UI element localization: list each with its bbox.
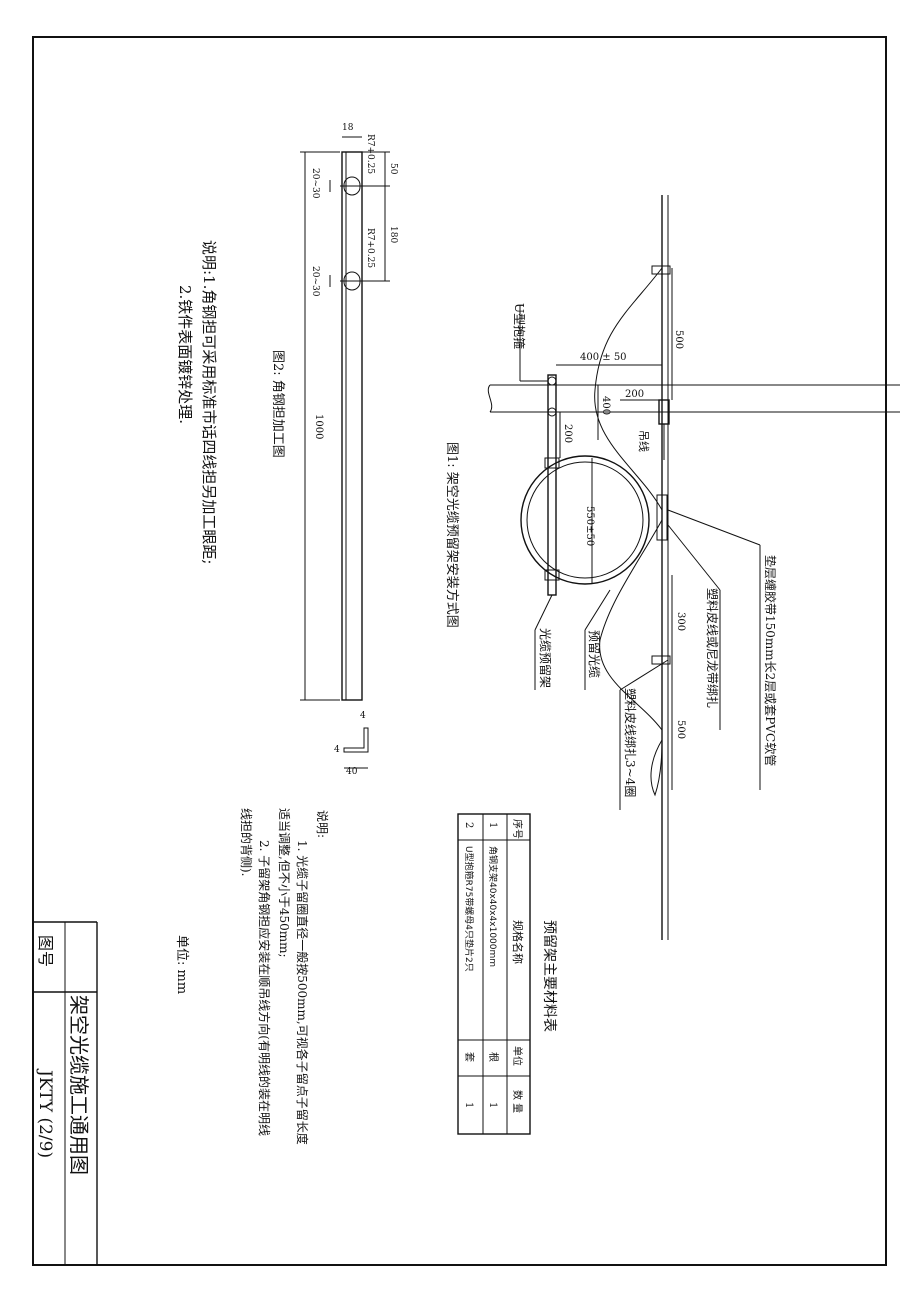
title-block: 架空光缆施工通用图 图号 JKTY (2/9) — [33, 921, 98, 1265]
table-header-qty: 数 量 — [511, 1090, 524, 1113]
label-u-clamp: U型抱箍 — [512, 303, 527, 349]
title-block-drawing-no-label: 图号 — [36, 935, 55, 967]
tape-pad — [656, 494, 668, 541]
label-4-b: 4 — [334, 745, 340, 755]
cable-sag — [650, 739, 663, 797]
table-title: 预留架主要材料表 — [541, 920, 557, 1032]
notes-left-line-1: 说明:1.角钢担可采用标准市话四线担另加工眼距; — [200, 240, 218, 564]
label-1000: 1000 — [313, 414, 324, 439]
label-18: 18 — [342, 123, 354, 133]
sheet-border — [32, 36, 887, 1266]
label-500-top: 500 — [673, 330, 684, 349]
callout-wire-wrap: 塑料皮线绑扎3~4圈 — [623, 688, 638, 797]
label-300: 300 — [675, 612, 686, 631]
label-40: 40 — [346, 767, 358, 777]
title-block-drawing-no: JKTY (2/9) — [35, 1068, 55, 1158]
table-row1-spec: 角钢支架40x40x4x1000mm — [487, 846, 499, 967]
label-20-30-a: 20~30 — [310, 168, 320, 199]
label-400-50: 400 ± 50 — [580, 352, 627, 363]
callout-rack: 光缆预留架 — [538, 628, 552, 688]
table-header-spec: 规格名称 — [511, 920, 525, 964]
table-row2-spec: U型抱箍R75带螺母4只垫片2只 — [463, 846, 475, 972]
label-200-left: 200 — [562, 424, 573, 443]
figure1-caption: 图1: 架空光缆预留架安装方式图 — [444, 442, 460, 628]
title-block-title: 架空光缆施工通用图 — [67, 995, 91, 1175]
label-180: 180 — [388, 226, 398, 243]
notes-bottom-line-2: 适当调整,但不小于450mm; — [277, 808, 292, 958]
table-row2-unit: 套 — [463, 1052, 476, 1062]
table-row1-unit: 根 — [487, 1052, 500, 1062]
label-50: 50 — [388, 163, 398, 175]
label-4-a: 4 — [360, 711, 366, 721]
reserve-cable-curve-bottom — [599, 519, 663, 731]
notes-bottom-line-3: 2. 子留架角钢担应安装在顺吊线方向(有明线的装在明线 — [257, 840, 272, 1136]
callout-tape: 垫层缠胶带150mm长2层或套PVC软管 — [763, 555, 778, 766]
figure2-caption: 图2: 角钢担加工图 — [270, 350, 285, 458]
label-550-50: 550±50 — [584, 506, 595, 546]
table-row2-qty: 1 — [463, 1102, 474, 1108]
leader-rack — [534, 594, 553, 631]
leader-tape — [667, 509, 761, 546]
label-r-hole-1: R7+0.25 — [365, 134, 375, 174]
leader-wire-wrap — [619, 659, 669, 691]
notes-left: 说明:1.角钢担可采用标准市话四线担另加工眼距; 2.铁件表面镀锌处理. — [176, 240, 218, 564]
cable-coil-inner — [526, 461, 644, 579]
table-header-unit: 单位 — [511, 1046, 524, 1066]
label-20-30-b: 20~30 — [310, 266, 320, 297]
label-messenger: 吊线 — [637, 430, 651, 452]
reserve-cable-curve-top — [594, 267, 663, 511]
notes-bottom-line-1: 1. 光缆子留圈直径一般按500mm,可视各子留点子留长度 — [295, 840, 310, 1145]
label-400: 400 — [600, 396, 611, 415]
table-row1-qty: 1 — [487, 1102, 498, 1108]
notes-bottom-title: 说明: — [315, 810, 330, 838]
figure1-drawing: U型抱箍 400 ± 50 200 400 200 吊线 500 550±50 … — [444, 195, 900, 940]
label-r-hole-2: R7+0.25 — [365, 228, 375, 268]
label-200-top: 200 — [625, 389, 644, 400]
angle-steel-bar — [341, 151, 363, 701]
binding-top — [651, 265, 671, 275]
cable-coil-outer — [520, 455, 650, 585]
notes-bottom-line-4: 线担的背侧). — [239, 808, 254, 877]
leader-nylon — [667, 524, 721, 591]
material-table: 预留架主要材料表 序号 规格名称 单位 数 量 1 角钢支架40x40x4x10… — [457, 813, 557, 1135]
notes-bottom: 说明: 1. 光缆子留圈直径一般按500mm,可视各子留点子留长度 适当调整,但… — [174, 808, 330, 1145]
label-500-bottom: 500 — [675, 720, 686, 739]
leader-reserve-cable — [584, 589, 611, 631]
callout-reserve-cable: 预留光缆 — [587, 630, 601, 678]
table-row2-no: 2 — [463, 822, 474, 828]
table-header-no: 序号 — [511, 819, 524, 839]
figure2-drawing: 18 R7+0.25 50 180 R7+0.25 20~30 20~30 10… — [270, 123, 398, 777]
table-row1-no: 1 — [487, 822, 498, 828]
notes-left-line-2: 2.铁件表面镀锌处理. — [176, 285, 194, 424]
angle-section — [343, 727, 369, 753]
callout-nylon: 塑料皮线或尼龙带绑扎 — [705, 588, 720, 708]
pole-body — [490, 384, 900, 413]
unit-label: 单位: mm — [174, 935, 189, 994]
